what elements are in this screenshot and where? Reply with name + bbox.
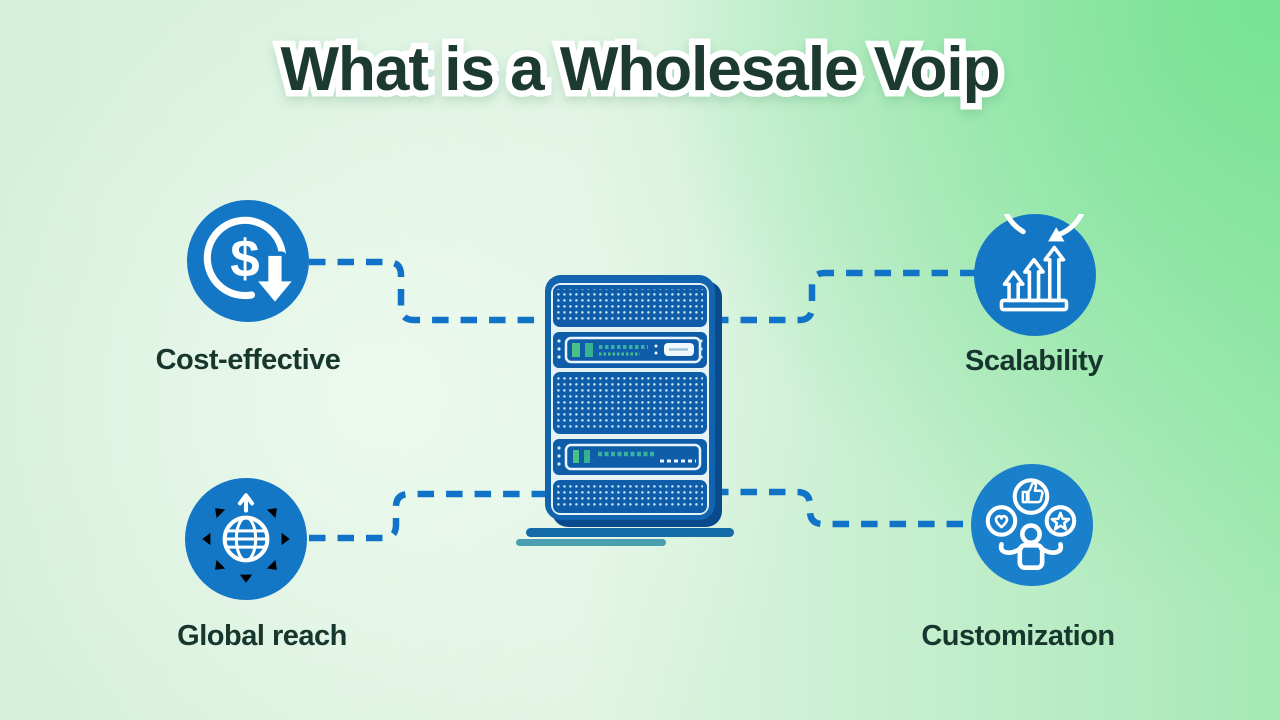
rack-unit-1 — [553, 332, 707, 368]
star-glyph — [1050, 511, 1071, 531]
feature-label-customization: Customization — [921, 620, 1115, 652]
connector-bottom-left — [309, 490, 546, 542]
page-title: What is a Wholesale Voip — [280, 35, 1001, 104]
rack-unit-2 — [553, 439, 707, 475]
page-title-wrap: What is a Wholesale Voip What is a Whole… — [0, 29, 1280, 110]
voip-server-illustration — [508, 262, 748, 562]
connector-top-right — [712, 269, 975, 324]
globe-expand-arrows-icon — [185, 478, 307, 600]
person-preferences-icon — [971, 464, 1093, 586]
cost-reduction-dollar-icon: $ — [187, 200, 309, 322]
feature-label-scalability: Scalability — [965, 345, 1103, 377]
feature-label-cost-effective: Cost-effective — [155, 344, 341, 376]
connector-top-left — [309, 258, 546, 324]
feature-label-global-reach: Global reach — [177, 620, 347, 652]
growth-arrows-refresh-icon — [974, 214, 1096, 336]
thumbs-up-glyph — [1021, 482, 1044, 504]
page-title-outline: What is a Wholesale Voip — [274, 29, 1007, 110]
heart-glyph — [994, 514, 1009, 529]
connector-bottom-right — [712, 488, 971, 528]
